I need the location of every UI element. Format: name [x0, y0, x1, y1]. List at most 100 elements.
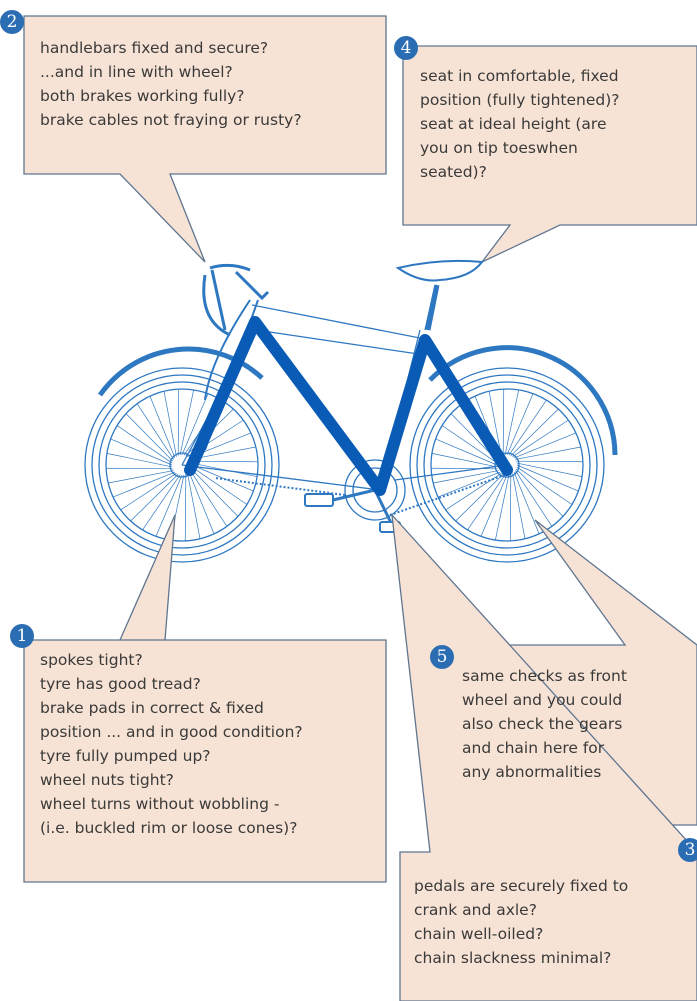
spoke — [515, 470, 553, 527]
spoke — [181, 393, 209, 456]
callout-1-line: tyre fully pumped up? — [40, 747, 211, 765]
callout-5-line: also check the gears — [462, 715, 623, 733]
spoke — [509, 474, 512, 541]
callout-2-line: ...and in line with wheel? — [40, 63, 233, 81]
frame-highlight — [184, 316, 513, 496]
callout-2-badge: 2 — [0, 10, 24, 34]
spoke — [190, 468, 239, 517]
spoke — [512, 473, 526, 539]
callout-4-line: seat in comfortable, fixed — [420, 67, 619, 85]
front-mudguard — [428, 345, 618, 456]
callout-1-line: tyre has good tread? — [40, 675, 201, 693]
spoke — [108, 470, 174, 484]
front-wheel — [409, 367, 605, 563]
spoke — [177, 389, 180, 456]
spoke — [155, 474, 183, 537]
callout-1-box — [23, 514, 387, 883]
spoke — [508, 399, 547, 456]
spoke — [163, 391, 177, 457]
callout-5-text: same checks as front wheel and you could… — [462, 664, 627, 784]
callout-3-line: chain slackness minimal? — [414, 949, 612, 967]
spoke — [513, 432, 577, 459]
spoke — [488, 391, 502, 457]
spoke — [515, 468, 564, 517]
spoke — [431, 453, 498, 468]
callout-3-badge: 3 — [678, 838, 697, 862]
bicycle — [84, 259, 618, 563]
callout-5-line: wheel and you could — [462, 691, 623, 709]
callout-4-line: you on tip toeswhen — [420, 139, 578, 157]
rear-wheel — [84, 367, 280, 563]
callout-1-line: brake pads in correct & fixed — [40, 699, 264, 717]
spoke — [179, 389, 194, 456]
callout-2-box — [23, 15, 387, 263]
spoke — [455, 473, 504, 522]
spoke — [106, 453, 173, 468]
callout-4-text: seat in comfortable, fixed position (ful… — [420, 64, 620, 184]
spoke — [191, 464, 254, 492]
callout-1-line: spokes tight? — [40, 651, 143, 669]
spoke — [191, 460, 258, 463]
handlebars — [202, 263, 270, 337]
spoke — [516, 462, 583, 477]
spoke — [110, 438, 173, 466]
spoke — [515, 446, 581, 460]
callout-4-line: seated)? — [420, 163, 487, 181]
spoke — [433, 470, 499, 484]
spoke — [106, 467, 173, 470]
spoke — [435, 438, 498, 466]
spoke — [191, 466, 248, 505]
chainring — [344, 459, 406, 521]
spoke — [149, 395, 176, 459]
saddle — [395, 259, 484, 282]
spoke — [120, 473, 177, 511]
callout-3-line: chain well-oiled? — [414, 925, 544, 943]
spoke — [130, 473, 179, 522]
callout-1-badge: 1 — [10, 624, 34, 648]
spoke — [504, 389, 519, 456]
spoke — [187, 473, 201, 539]
callout-3-box — [391, 513, 697, 1001]
callout-2-line: brake cables not fraying or rusty? — [40, 111, 302, 129]
callout-4-box — [402, 45, 697, 263]
spoke — [116, 425, 173, 464]
spoke — [136, 403, 174, 460]
callout-3-text: pedals are securely fixed to crank and a… — [414, 874, 628, 970]
callout-1-line: wheel nuts tight? — [40, 771, 174, 789]
spoke — [112, 471, 176, 498]
callout-4-badge: 4 — [394, 36, 418, 60]
spoke — [516, 466, 573, 505]
spoke — [510, 408, 559, 457]
spoke — [437, 471, 501, 498]
spoke — [506, 393, 534, 456]
callout-2-line: both brakes working fully? — [40, 87, 245, 105]
callout-2-line: handlebars fixed and secure? — [40, 39, 269, 57]
seat-post — [425, 284, 440, 331]
spoke — [512, 419, 569, 457]
callout-1-line: (i.e. buckled rim or loose cones)? — [40, 819, 298, 837]
callout-3-line: pedals are securely fixed to — [414, 877, 629, 895]
spoke — [142, 474, 181, 531]
spoke — [188, 471, 215, 535]
callout-3-line: crank and axle? — [414, 901, 537, 919]
callout-1-line: position ... and in good condition? — [40, 723, 303, 741]
callout-5-badge: 5 — [430, 645, 454, 669]
spoke — [513, 471, 540, 535]
callout-1-text: spokes tight? tyre has good tread? brake… — [40, 648, 303, 840]
spoke — [516, 464, 579, 492]
callout-4-line: position (fully tightened)? — [420, 91, 620, 109]
spoke — [495, 474, 510, 541]
spoke — [190, 470, 228, 527]
pedal-left — [304, 493, 334, 507]
spoke — [184, 474, 187, 541]
spoke — [516, 460, 583, 463]
callout-2-text: handlebars fixed and secure? ...and in l… — [40, 36, 302, 132]
callout-5-line: same checks as front — [462, 667, 627, 685]
spoke — [125, 413, 174, 462]
spoke — [467, 474, 506, 531]
callout-4-line: seat at ideal height (are — [420, 115, 607, 133]
spoke — [480, 474, 508, 537]
callout-5-line: any abnormalities — [462, 763, 602, 781]
spoke — [431, 467, 498, 470]
